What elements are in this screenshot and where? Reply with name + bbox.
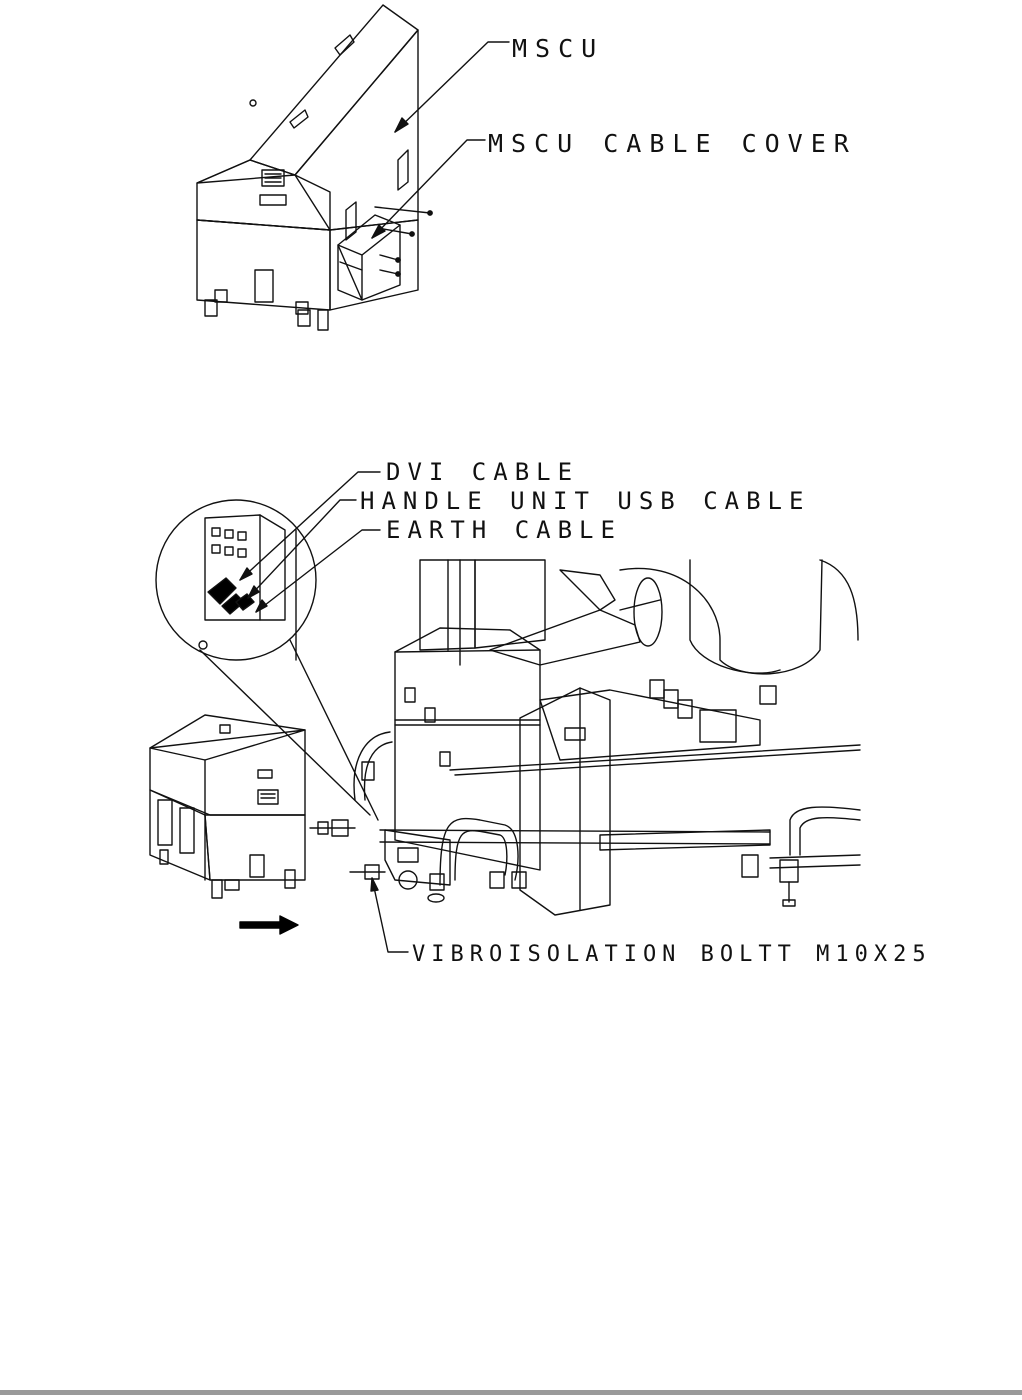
mscu-label: MSCU [512, 34, 605, 63]
earth-cable-label: EARTH CABLE [386, 516, 622, 544]
simulator-body [353, 559, 861, 916]
dvi-cable-label: DVI CABLE [386, 458, 580, 486]
vibroisolation-bolt-label: VIBROISOLATION BOLTT M10X25 [412, 942, 932, 967]
mscu-unit-top [196, 4, 419, 331]
mscu-cable-cover-label: MSCU CABLE COVER [488, 129, 857, 158]
mscu-cable-cover-part [337, 206, 433, 301]
move-direction-arrow-icon [239, 915, 299, 935]
vibroisolation-bolt-part [309, 819, 386, 880]
mscu-cable-cover-leader [371, 139, 486, 239]
handle-unit-usb-cable-label: HANDLE UNIT USB CABLE [360, 487, 811, 515]
earth-cable-leader [255, 529, 381, 613]
mscu-unit-bottom [149, 714, 306, 899]
connector-blocks [207, 577, 255, 615]
mscu-leader [394, 41, 510, 133]
handle-usb-cable-leader [247, 499, 357, 599]
footer-rule [0, 1390, 1022, 1395]
vibroisolation-bolt-leader [370, 877, 409, 953]
detail-callout-circle [155, 499, 317, 661]
dvi-cable-leader [239, 471, 381, 581]
